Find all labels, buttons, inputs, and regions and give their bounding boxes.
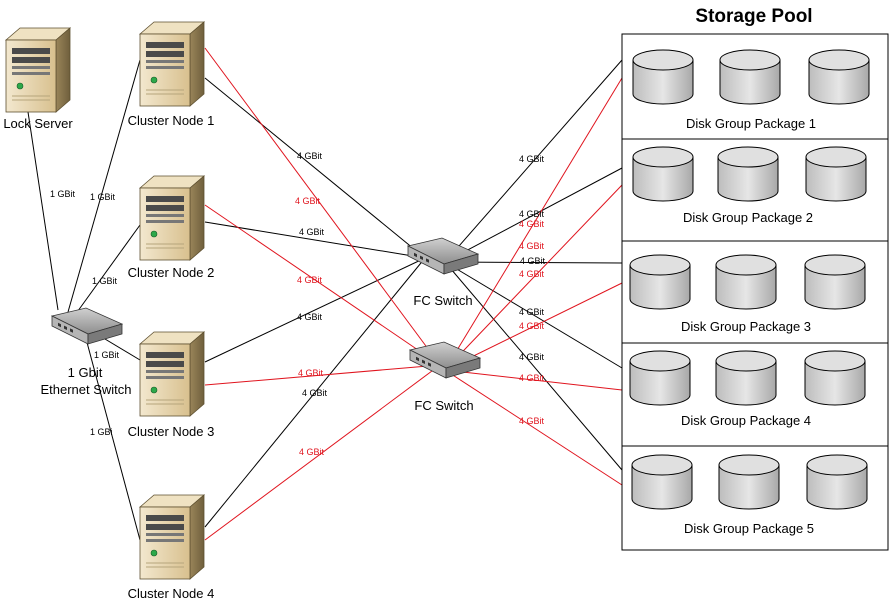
- link-label: 4 GBit: [519, 373, 545, 383]
- link-label: 1 GBit: [50, 189, 76, 199]
- cluster-node-1: Cluster Node 1: [128, 21, 215, 128]
- link-n3-fc2: [204, 364, 441, 386]
- disk-group-label: Disk Group Package 3: [681, 319, 811, 334]
- link-label: 1 GBi: [90, 427, 113, 437]
- link-label: 4 GBit: [519, 269, 545, 279]
- disk-group-2: Disk Group Package 2: [632, 146, 867, 225]
- server-icon: [139, 175, 205, 261]
- disk-icon: [804, 350, 866, 406]
- ethernet-switch-label-2: Ethernet Switch: [40, 382, 131, 397]
- link-label: 4 GBit: [295, 196, 321, 206]
- disk-icon: [715, 254, 777, 310]
- disk-group-label: Disk Group Package 1: [686, 116, 816, 131]
- link-fc1-g2: [444, 167, 623, 263]
- lock-server: Lock Server: [3, 27, 73, 131]
- link-label: 4 GBit: [519, 154, 545, 164]
- link-fc2-g5: [444, 369, 623, 486]
- link-n4-fc2: [204, 364, 441, 541]
- fc-switch-1: FC Switch: [407, 237, 479, 308]
- disk-icon: [717, 146, 779, 202]
- server-icon: [139, 494, 205, 580]
- link-fc2-g4: [444, 369, 623, 391]
- disk-icon: [804, 254, 866, 310]
- cluster-node-1-label: Cluster Node 1: [128, 113, 215, 128]
- cluster-node-3: Cluster Node 3: [128, 331, 215, 439]
- disk-group-label: Disk Group Package 5: [684, 521, 814, 536]
- link-label: 4 GBit: [519, 321, 545, 331]
- link-label: 4 GBit: [299, 447, 325, 457]
- link-label: 4 GBit: [519, 209, 545, 219]
- link-label: 1 GBit: [94, 350, 120, 360]
- disk-icon: [629, 350, 691, 406]
- link-lock-eth: [27, 111, 59, 311]
- disk-icon: [629, 254, 691, 310]
- disk-icon: [632, 49, 694, 105]
- link-label: 1 GBit: [92, 276, 118, 286]
- disk-icon: [806, 454, 868, 510]
- disk-group-1: Disk Group Package 1: [632, 49, 870, 131]
- link-label: 4 GBit: [519, 416, 545, 426]
- switch-icon: [407, 237, 479, 275]
- lock-server-label: Lock Server: [3, 116, 73, 131]
- ethernet-links: [27, 59, 141, 541]
- link-label: 4 GBit: [298, 368, 324, 378]
- link-n2-fc1: [204, 221, 426, 259]
- server-icon: [139, 331, 205, 417]
- fc-switch-2-label: FC Switch: [414, 398, 473, 413]
- link-label: 4 GBit: [519, 219, 545, 229]
- cluster-node-4: Cluster Node 4: [128, 494, 215, 601]
- server-icon: [5, 27, 71, 113]
- link-n1-fc1: [204, 77, 426, 259]
- disk-icon: [808, 49, 870, 105]
- link-label: 1 GBit: [90, 192, 116, 202]
- cluster-node-2-label: Cluster Node 2: [128, 265, 215, 280]
- cluster-node-4-label: Cluster Node 4: [128, 586, 215, 601]
- link-n2-fc2: [204, 204, 441, 366]
- disk-icon: [715, 350, 777, 406]
- cluster-node-2: Cluster Node 2: [128, 175, 215, 280]
- link-n1-fc2: [204, 47, 441, 366]
- disk-group-3: Disk Group Package 3: [629, 254, 866, 334]
- disk-icon: [718, 454, 780, 510]
- link-fc1-g5: [444, 261, 623, 471]
- fc-links-red: [204, 47, 623, 541]
- cluster-node-3-label: Cluster Node 3: [128, 424, 215, 439]
- link-n4-fc1: [204, 257, 426, 528]
- link-n4-eth: [84, 334, 141, 541]
- link-label: 4 GBit: [302, 388, 328, 398]
- link-n2-eth: [74, 224, 141, 316]
- disk-icon: [632, 146, 694, 202]
- link-labels: 1 GBit 1 GBit 1 GBit 1 GBit 1 GBi 4 GBit…: [50, 151, 546, 457]
- disk-group-5: Disk Group Package 5: [631, 454, 868, 536]
- link-label: 4 GBit: [519, 307, 545, 317]
- link-label: 4 GBit: [519, 352, 545, 362]
- link-fc1-g4: [444, 261, 623, 369]
- disk-icon: [719, 49, 781, 105]
- link-label: 4 GBit: [297, 275, 323, 285]
- ethernet-switch-label-1: 1 Gbit: [68, 365, 103, 380]
- fc-switch-2: FC Switch: [409, 341, 481, 413]
- disk-icon: [805, 146, 867, 202]
- disk-group-4: Disk Group Package 4: [629, 350, 866, 428]
- link-label: 4 GBit: [519, 241, 545, 251]
- link-fc2-g2: [444, 184, 623, 371]
- disk-group-label: Disk Group Package 2: [683, 210, 813, 225]
- link-label: 4 GBit: [297, 312, 323, 322]
- ethernet-switch: 1 Gbit Ethernet Switch: [40, 307, 132, 397]
- link-label: 4 GBit: [520, 256, 546, 266]
- switch-icon: [51, 307, 123, 345]
- link-label: 4 GBit: [297, 151, 323, 161]
- link-label: 4 GBit: [299, 227, 325, 237]
- link-fc1-g1: [444, 59, 623, 263]
- link-n1-eth: [67, 59, 141, 313]
- server-icon: [139, 21, 205, 107]
- link-n3-fc1: [204, 257, 426, 363]
- fc-switch-1-label: FC Switch: [413, 293, 472, 308]
- disk-group-label: Disk Group Package 4: [681, 413, 811, 428]
- disk-icon: [631, 454, 693, 510]
- storage-pool: Storage Pool Disk Group Package 1 Disk G…: [621, 6, 889, 551]
- link-fc2-g1: [444, 77, 623, 371]
- storage-pool-title: Storage Pool: [695, 6, 812, 27]
